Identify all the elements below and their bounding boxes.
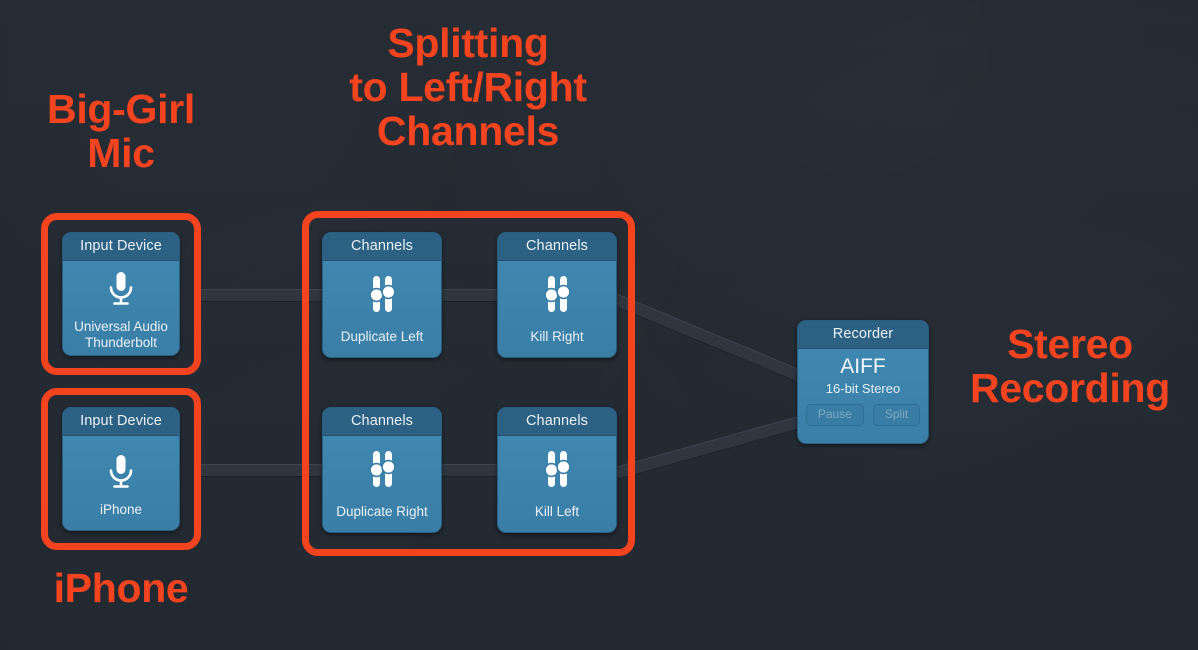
- recorder-controls: Pause Split: [805, 404, 921, 427]
- recorder-format: AIFF: [840, 355, 886, 378]
- node-label: Kill Right: [530, 329, 584, 345]
- node-body: Kill Left: [498, 436, 616, 532]
- wire-kill-right-to-recorder: [609, 292, 809, 385]
- node-channels-duplicate-left[interactable]: Channels Duplicate Left: [322, 232, 442, 358]
- node-label: Kill Left: [534, 504, 580, 520]
- node-channels-kill-right[interactable]: Channels Kill Right: [497, 232, 617, 358]
- wire-mic1-to-duplicate-left: [196, 289, 328, 302]
- node-header: Input Device: [63, 408, 179, 436]
- node-channels-duplicate-right[interactable]: Channels Duplicate Right: [322, 407, 442, 533]
- wire-mic2-to-duplicate-right: [196, 464, 328, 477]
- node-body: iPhone: [63, 436, 179, 530]
- caption-iphone: iPhone: [53, 565, 189, 611]
- caption-stereo-recording: Stereo Recording: [969, 321, 1171, 411]
- node-body: Duplicate Left: [323, 261, 441, 357]
- node-header: Channels: [323, 233, 441, 261]
- node-body: Kill Right: [498, 261, 616, 357]
- node-body: Universal Audio Thunderbolt: [63, 261, 179, 355]
- microphone-icon: [104, 452, 138, 497]
- node-label: iPhone: [99, 502, 143, 518]
- node-header: Channels: [323, 408, 441, 436]
- node-body: AIFF 16-bit Stereo Pause Split: [798, 349, 928, 443]
- channel-sliders-icon: [362, 448, 402, 495]
- channel-sliders-icon: [362, 273, 402, 320]
- node-input-device-iphone[interactable]: Input Device iPhone: [62, 407, 180, 531]
- node-header: Input Device: [63, 233, 179, 261]
- wire-duplicate-left-to-kill-right: [437, 289, 501, 302]
- node-channels-kill-left[interactable]: Channels Kill Left: [497, 407, 617, 533]
- caption-big-girl-mic: Big-Girl Mic: [47, 86, 195, 176]
- node-body: Duplicate Right: [323, 436, 441, 532]
- wire-duplicate-right-to-kill-left: [437, 464, 501, 477]
- node-label: Universal Audio Thunderbolt: [74, 319, 168, 350]
- pause-button[interactable]: Pause: [805, 404, 864, 427]
- node-header: Recorder: [798, 321, 928, 349]
- split-button[interactable]: Split: [872, 404, 921, 427]
- channel-sliders-icon: [537, 448, 577, 495]
- node-label: Duplicate Left: [340, 329, 424, 345]
- node-label: Duplicate Right: [336, 504, 428, 520]
- node-recorder[interactable]: Recorder AIFF 16-bit Stereo Pause Split: [797, 320, 929, 444]
- channel-sliders-icon: [537, 273, 577, 320]
- node-input-device-universal-audio[interactable]: Input Device Universal Audio Thunderbolt: [62, 232, 180, 356]
- node-header: Channels: [498, 408, 616, 436]
- node-header: Channels: [498, 233, 616, 261]
- recorder-subtitle: 16-bit Stereo: [825, 381, 901, 396]
- microphone-icon: [104, 269, 138, 314]
- caption-splitting: Splitting to Left/Right Channels: [349, 20, 587, 154]
- wire-kill-left-to-recorder: [610, 412, 817, 481]
